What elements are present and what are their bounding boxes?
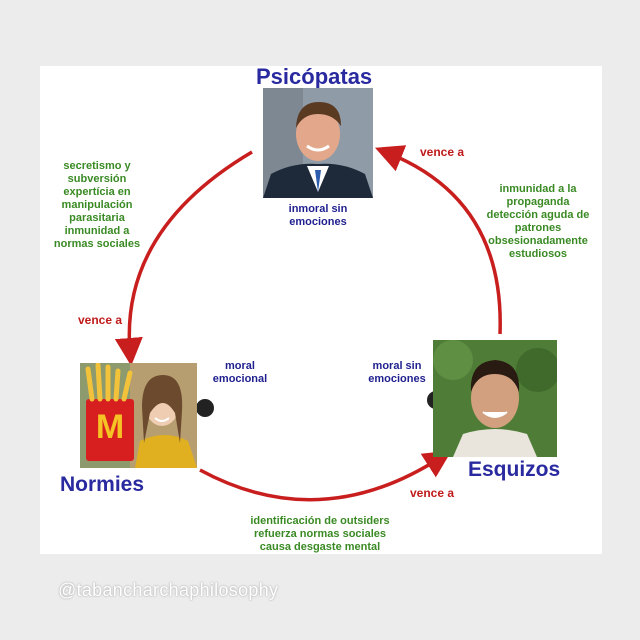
advantage-line: identificación de outsiders (250, 515, 390, 527)
esquizos-advantages: inmunidad a la propaganda detección agud… (478, 183, 598, 261)
arrow-top-to-left (114, 150, 253, 366)
woman-with-fries-portrait (80, 363, 197, 468)
advantage-line: causa desgaste mental (259, 541, 381, 553)
normies-photo: M (80, 363, 197, 468)
advantage-line: secretismo y (63, 160, 131, 172)
advantage-line: inmunidad a la (499, 183, 577, 195)
advantage-line: patrones (514, 222, 562, 234)
trait-line: emociones (368, 373, 426, 385)
vence-a-label-top: vence a (420, 145, 465, 159)
watermark-text: @tabancharchaphilosophy (58, 580, 279, 600)
normies-traits: moral emocional (204, 360, 276, 386)
trait-line: moral sin (372, 360, 422, 372)
trait-line: moral (225, 360, 255, 372)
arrow-left-to-right (199, 450, 452, 502)
normies-title: Normies (60, 473, 145, 496)
esquizos-traits: moral sin emociones (358, 360, 436, 386)
advantage-line: estudiosos (508, 248, 568, 260)
advantage-line: inmunidad a (64, 225, 130, 237)
esquizos-photo (433, 340, 557, 457)
advantage-line: propaganda (506, 196, 570, 208)
man-in-suit-portrait (263, 88, 373, 198)
advantage-line: parasitaria (69, 212, 125, 224)
psicopatas-traits: inmoral sin emociones (263, 203, 373, 229)
vence-a-label-bottom: vence a (410, 486, 455, 500)
trait-line: emociones (289, 216, 347, 228)
advantage-line: manipulación (61, 199, 133, 211)
advantage-line: normas sociales (53, 238, 141, 250)
esquizos-title: Esquizos (468, 458, 561, 481)
mcdonalds-logo: M (95, 408, 125, 446)
arrow-right-to-top (375, 145, 502, 335)
photo-backdrop-left (196, 399, 214, 417)
trait-line: inmoral sin (288, 203, 348, 215)
vence-a-label-left: vence a (78, 313, 123, 327)
advantage-line: expertícia en (63, 186, 131, 198)
advantage-line: obsesionadamente (488, 235, 588, 247)
psicopatas-photo (263, 88, 373, 198)
trait-line: emocional (212, 373, 268, 385)
psicopatas-title: Psicópatas (256, 64, 373, 89)
advantage-line: subversión (67, 173, 127, 185)
normies-advantages: identificación de outsiders refuerza nor… (220, 515, 420, 554)
advantage-line: refuerza normas sociales (253, 528, 387, 540)
young-man-portrait (433, 340, 557, 457)
psicopatas-advantages: secretismo y subversión expertícia en ma… (42, 160, 152, 251)
advantage-line: detección aguda de (486, 209, 590, 221)
